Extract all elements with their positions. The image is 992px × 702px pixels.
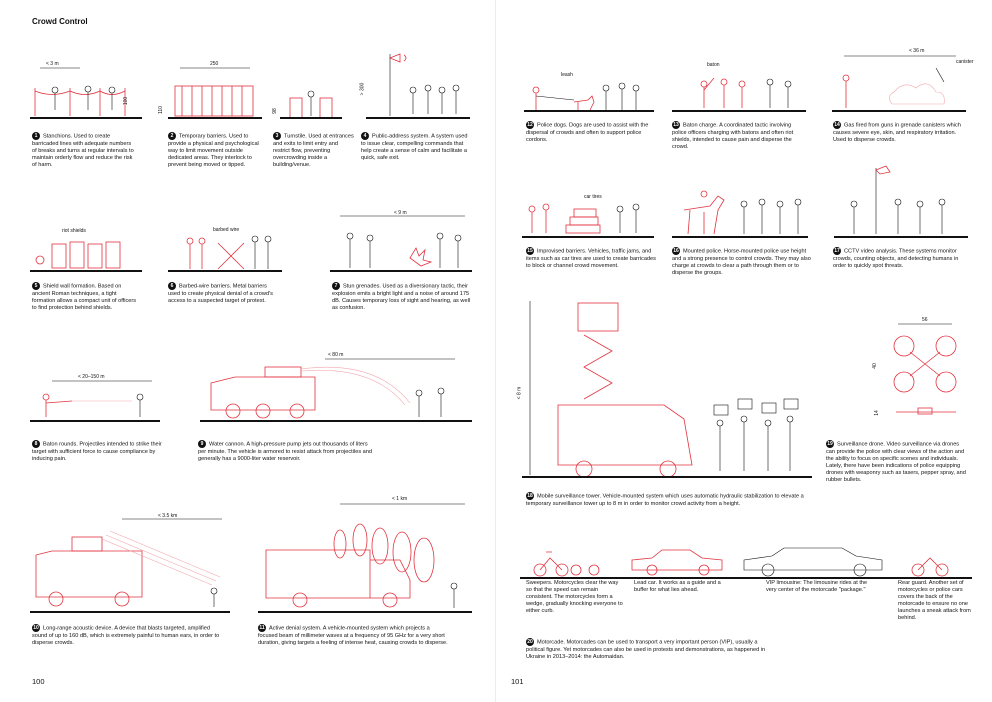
leash-label: leash [561, 72, 573, 78]
active-denial-illustration [265, 503, 465, 608]
lead-car-text: Lead car. It works as a guide and a buff… [634, 580, 721, 594]
motorcade-illustration [533, 547, 949, 577]
water-range-label: < 80 m [328, 352, 344, 358]
surveillance-drone-illustration [893, 323, 957, 415]
sweepers-text: Sweepers. Motorcycles clear the way so t… [526, 580, 623, 615]
rear-guard-text: Rear guard. Another set of motorcycles o… [898, 580, 971, 622]
left-page: Crowd Control < 3 m 100 250 110 98 > 300… [30, 17, 472, 686]
gas-range-label: < 36 m [909, 48, 925, 54]
baton-rounds-illustration [42, 380, 152, 417]
gutter [495, 0, 496, 702]
page-number-left: 100 [32, 677, 45, 686]
barbed-wire-label: barbed wire [213, 227, 240, 233]
barrier-width-label: 250 [210, 61, 219, 67]
lrad-range-label: < 3.5 km [158, 513, 178, 519]
temporary-barriers-illustration [174, 67, 254, 117]
stun-grenade-illustration [340, 215, 465, 268]
stanchion-width-label: < 3 m [46, 61, 59, 67]
drone-thickness-label: 14 [873, 410, 880, 416]
drone-height-label: 40 [871, 363, 878, 369]
baton-range-label: < 20–150 m [78, 374, 105, 380]
turnstile-height-label: 98 [271, 108, 278, 114]
baton-charge-illustration [700, 77, 792, 108]
surveillance-tower-illustration [529, 301, 799, 478]
shield-wall-illustration [35, 241, 121, 269]
stanchion-height-label: 100 [123, 96, 130, 106]
mounted-police-illustration [683, 190, 802, 235]
riot-shields-label: riot shields [62, 228, 86, 234]
stun-range-label: < 9 m [394, 210, 407, 216]
car-tires-label: car tires [584, 194, 602, 200]
drone-width-label: 56 [922, 317, 928, 323]
improvised-barriers-illustration [528, 203, 640, 234]
gas-canister-illustration [842, 55, 956, 108]
lrad-illustration [35, 518, 222, 607]
pa-system-illustration [388, 53, 460, 116]
water-cannon-illustration [210, 358, 455, 419]
pa-height-label: > 300 [359, 82, 366, 96]
page-title: Crowd Control [32, 17, 88, 26]
baton-label: baton [707, 62, 720, 68]
limousine-text: VIP limousine: The limousine rides at th… [766, 580, 868, 594]
page-number-right: 101 [511, 677, 524, 686]
police-dogs-illustration [532, 82, 640, 111]
ads-range-label: < 1 km [392, 496, 408, 502]
barrier-height-label: 110 [157, 106, 164, 114]
tower-height-label: < 8 m [516, 386, 523, 400]
cctv-illustration [850, 165, 946, 234]
barbed-wire-illustration [186, 235, 272, 270]
turnstile-illustration [289, 90, 333, 119]
stanchions-illustration [34, 67, 126, 116]
canister-label: canister [956, 59, 974, 65]
